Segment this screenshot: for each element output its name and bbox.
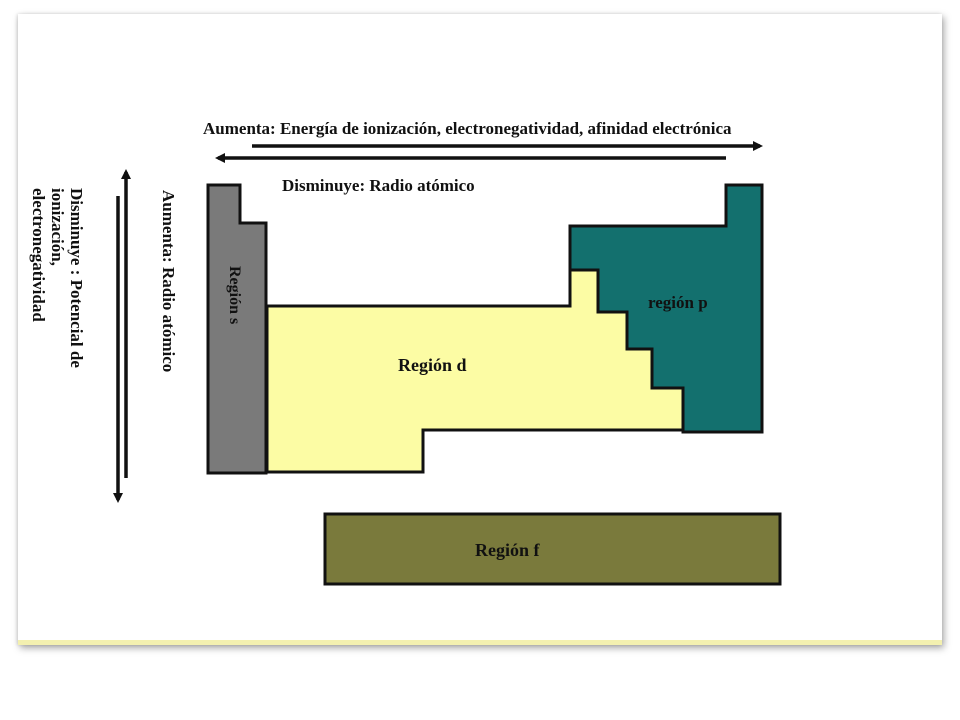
region-p-block [568,183,764,434]
region-s-label: Región s [226,266,243,324]
decrease-ionization-label: Disminuye : Potencial de ionización, ele… [29,188,86,368]
decrease-ionization-line-2: ionización, [48,188,67,266]
region-d-label: Región d [398,355,467,375]
region-f-label: Región f [475,540,541,560]
region-f-block [323,512,782,586]
decrease-ionization-line-1: Disminuye : Potencial de [67,188,86,368]
decrease-radius-label: Disminuye: Radio atómico [282,176,475,195]
region-s-block [206,183,268,475]
decrease-ionization-line-3: electronegatividad [29,188,48,322]
region-p-label: región p [648,293,708,312]
increase-ionization-label: Aumenta: Energía de ionización, electron… [203,119,732,138]
increase-radius-label: Aumenta: Radio atómico [159,190,178,372]
